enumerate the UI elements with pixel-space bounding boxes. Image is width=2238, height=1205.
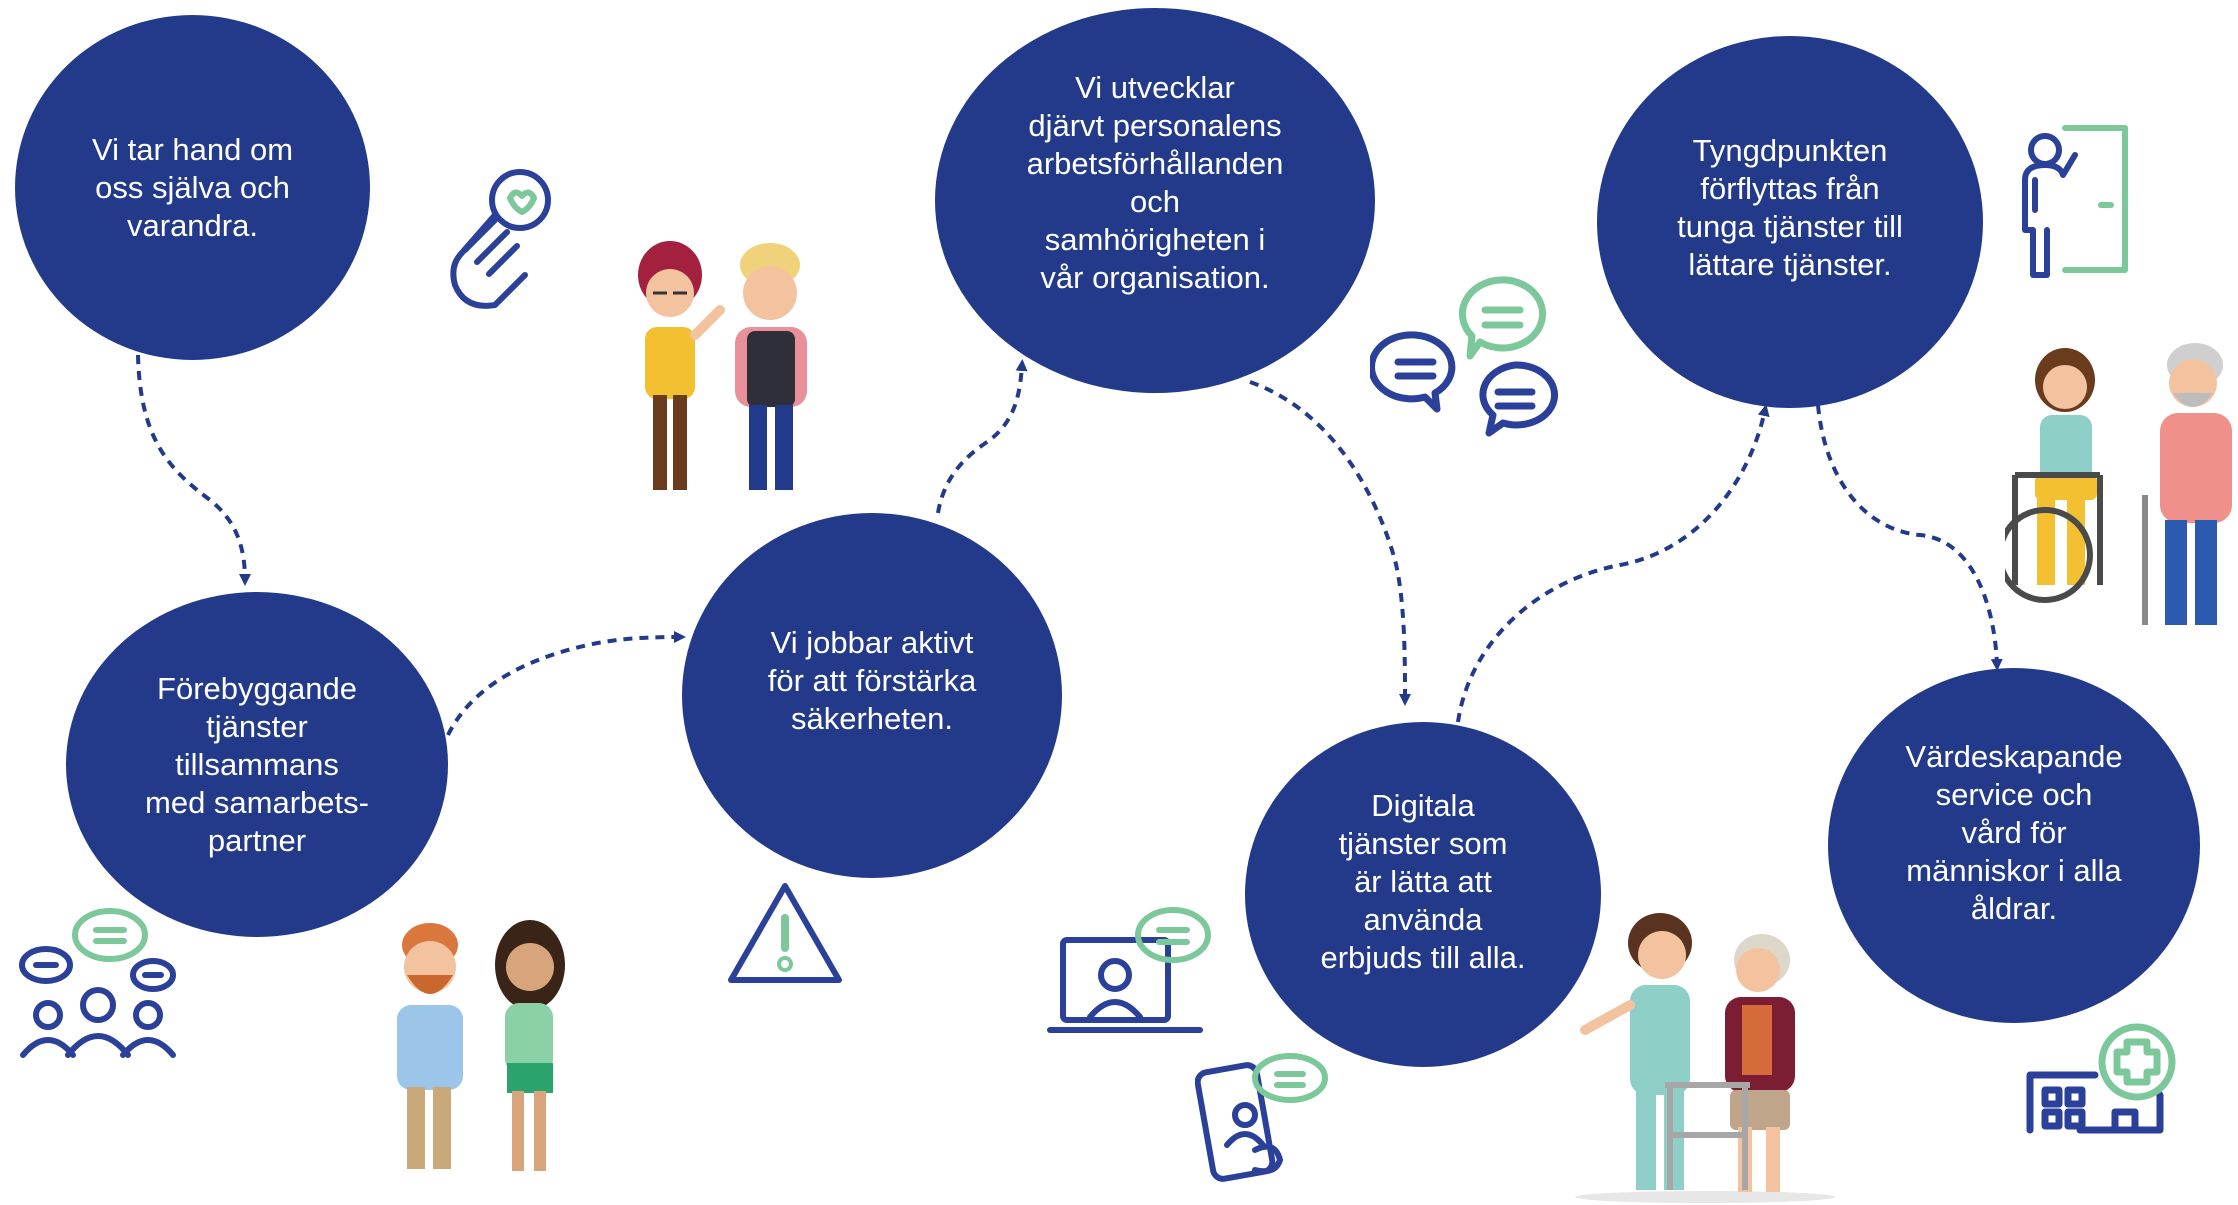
node-text: Vi jobbar aktivt för att förstärka säker… xyxy=(767,624,977,736)
connector-n4-n5 xyxy=(1249,380,1411,706)
connector-n3-n4 xyxy=(936,359,1028,514)
node-text: Vi utvecklar djärvt personalens arbetsfö… xyxy=(1026,70,1284,295)
woman-man-couple-illustration xyxy=(638,241,807,490)
connector-n6-n7 xyxy=(1816,404,2003,671)
hospital-icon xyxy=(2026,1023,2176,1134)
node-working-conditions: Vi utvecklar djärvt personalens arbetsfö… xyxy=(935,8,1375,393)
heart-hand-icon xyxy=(450,169,551,309)
node-text: Tyngdpunkten förflyttas från tunga tjäns… xyxy=(1677,133,1903,282)
node-preventive-services: Förebyggande tjänster tillsammans med sa… xyxy=(66,592,448,937)
video-call-laptop-icon xyxy=(1047,907,1211,1033)
connector-n1-n2 xyxy=(136,354,251,586)
people-chat-icon xyxy=(19,908,176,1058)
chat-bubbles-icon xyxy=(1370,276,1559,437)
caregiver-elderly-walker-illustration xyxy=(1575,913,1835,1203)
warning-icon xyxy=(728,883,842,983)
node-value-creating-care: Värdeskapande service och vård för männi… xyxy=(1828,668,2200,1023)
bearded-man-woman-illustration xyxy=(397,920,565,1171)
node-text: Värdeskapande service och vård för männi… xyxy=(1905,739,2123,926)
person-door-icon xyxy=(2022,125,2128,278)
node-text: Förebyggande tjänster tillsammans med sa… xyxy=(145,670,369,858)
node-safety: Vi jobbar aktivt för att förstärka säker… xyxy=(682,513,1062,878)
node-lighter-services: Tyngdpunkten förflyttas från tunga tjäns… xyxy=(1597,36,1983,408)
connector-n5-n6 xyxy=(1456,404,1770,723)
node-self-care: Vi tar hand om oss själva och varandra. xyxy=(15,15,370,360)
node-text: Digitala tjänster som är lätta att använ… xyxy=(1320,788,1526,975)
connector-n2-n3 xyxy=(446,631,686,736)
node-text: Vi tar hand om oss själva och varandra. xyxy=(91,131,294,243)
wheelchair-elderly-man-illustration xyxy=(2005,343,2232,625)
phone-chat-icon xyxy=(1195,1053,1328,1182)
node-digital-services: Digitala tjänster som är lätta att använ… xyxy=(1245,722,1601,1067)
